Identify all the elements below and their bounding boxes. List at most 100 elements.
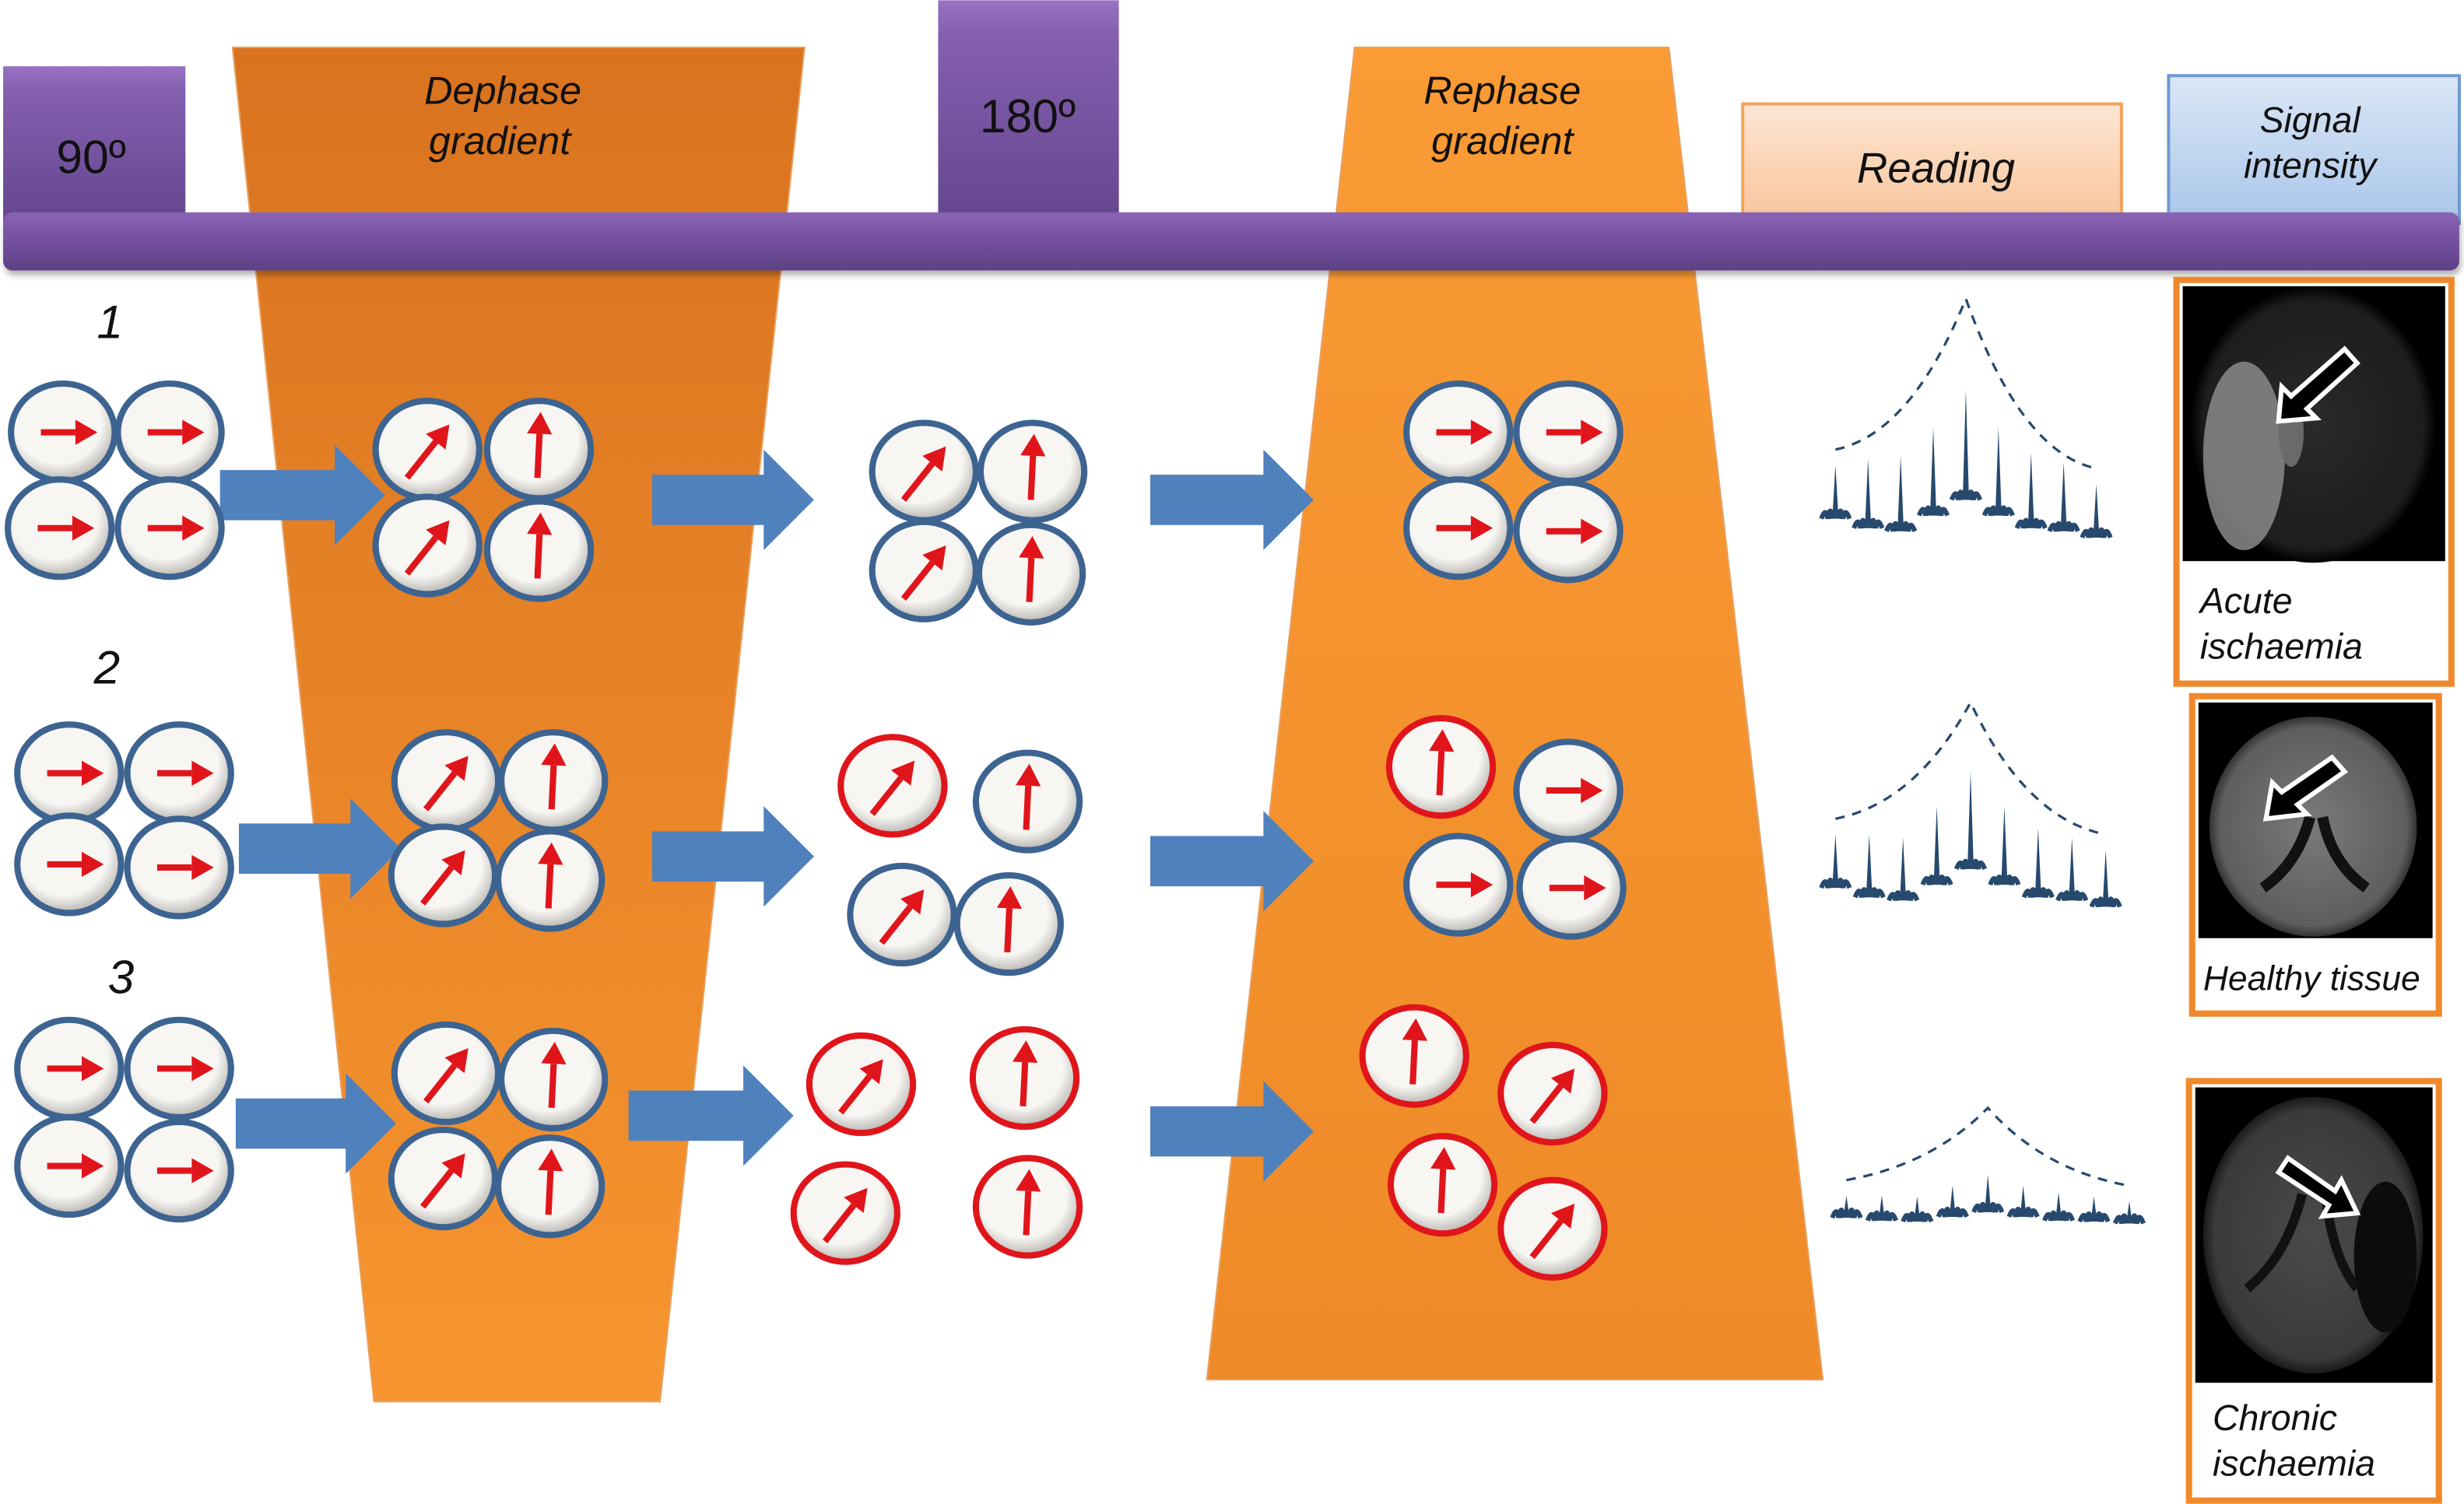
spin-arrowhead-icon bbox=[426, 520, 450, 545]
pulse-90-block bbox=[3, 66, 186, 224]
spin-arrowhead-icon bbox=[1584, 875, 1606, 901]
row-3-dephase-spin-3 bbox=[388, 1127, 499, 1231]
row-3-initial-spin-2 bbox=[124, 1016, 234, 1120]
spin-arrowhead-icon bbox=[1470, 871, 1493, 898]
echo-ripple bbox=[1953, 858, 1988, 871]
echo-ripple bbox=[2014, 517, 2048, 529]
row-3-initial-spin-1 bbox=[14, 1016, 125, 1120]
dephase-label-line1: Dephase bbox=[424, 68, 581, 113]
spin-arrowhead-icon bbox=[859, 1059, 883, 1085]
row-3-number: 3 bbox=[108, 950, 135, 1003]
echo-ripple bbox=[1819, 508, 1852, 520]
signal-intensity-line1: Signal bbox=[2260, 100, 2362, 140]
row-3-echo-signal bbox=[1830, 1106, 2146, 1225]
row-1-number: 1 bbox=[97, 295, 123, 348]
row-3-dephase-spin-4 bbox=[495, 1134, 605, 1239]
row-1-rephase-spin-4 bbox=[1513, 479, 1623, 584]
mri-healthy-tissue bbox=[2188, 692, 2442, 1017]
echo-spike bbox=[1900, 837, 1907, 901]
sequence-timeline-bar bbox=[3, 212, 2459, 271]
pulse-180-label: 180º bbox=[980, 89, 1076, 142]
spin-arrowhead-icon bbox=[1470, 515, 1493, 541]
row-1-middle-spin-4 bbox=[975, 521, 1086, 626]
echo-ripple bbox=[1830, 1208, 1863, 1219]
row-2-dephase-spin-4 bbox=[495, 828, 605, 932]
spin-arrowhead-icon bbox=[182, 419, 205, 445]
row-3-rephase-spin-4 bbox=[1497, 1176, 1608, 1281]
row-2-dephase-spin-1 bbox=[391, 729, 502, 833]
signal-intensity-line2: intensity bbox=[2244, 145, 2378, 186]
row-2-dephase-spin-3 bbox=[388, 823, 499, 927]
row-1-transition-arrow-3 bbox=[1150, 449, 1314, 551]
echo-spike bbox=[1897, 455, 1904, 531]
arrow-marker-icon bbox=[2275, 1155, 2361, 1219]
row-2-initial-spin-1 bbox=[14, 721, 125, 826]
row-2-middle-spin-1 bbox=[837, 734, 948, 838]
row-1-middle-spin-3 bbox=[869, 518, 979, 622]
echo-ripple bbox=[1981, 505, 2015, 517]
echo-ripple bbox=[1901, 1211, 1934, 1223]
row-2-initial-spin-4 bbox=[124, 815, 234, 920]
spin-arrowhead-icon bbox=[81, 851, 104, 878]
row-2-transition-arrow-3 bbox=[1150, 811, 1314, 912]
spin-arrowhead-icon bbox=[996, 886, 1023, 910]
echo-spike bbox=[2020, 1185, 2027, 1217]
mri-acute-ischaemia bbox=[2173, 276, 2455, 687]
spin-arrowhead-icon bbox=[441, 850, 465, 875]
echo-ripple bbox=[1865, 1210, 1898, 1222]
spin-arrowhead-icon bbox=[81, 1153, 104, 1179]
spin-arrowhead-icon bbox=[75, 419, 98, 445]
row-1-initial-spin-3 bbox=[5, 476, 115, 580]
echo-ripple bbox=[1884, 521, 1918, 532]
spin-arrowhead-icon bbox=[922, 545, 946, 571]
echo-ripple bbox=[1971, 1201, 2005, 1214]
row-2-transition-arrow-1 bbox=[238, 798, 401, 899]
row-3-rephase-spin-1 bbox=[1359, 1004, 1469, 1108]
echo-spike bbox=[1866, 834, 1873, 898]
row-2-middle-spin-2 bbox=[972, 749, 1083, 854]
pulse-180-block bbox=[938, 0, 1119, 224]
row-2-rephase-spin-4 bbox=[1516, 836, 1627, 940]
spin-arrowhead-icon bbox=[541, 1042, 567, 1065]
row-1-dephase-spin-3 bbox=[372, 493, 483, 598]
row-1-middle-spin-2 bbox=[977, 419, 1088, 524]
echo-ripple bbox=[2047, 521, 2080, 532]
spin-arrowhead-icon bbox=[527, 512, 553, 535]
spin-arrowhead-icon bbox=[81, 1056, 104, 1082]
echo-ripple bbox=[1852, 887, 1886, 899]
echo-ripple bbox=[2077, 1211, 2111, 1223]
dephase-label-line2: gradient bbox=[429, 118, 572, 163]
spin-vector-line bbox=[534, 534, 543, 579]
row-3-middle-spin-1 bbox=[806, 1032, 917, 1137]
spin-vector-line bbox=[423, 771, 458, 812]
spin-vector-line bbox=[1026, 557, 1035, 602]
spin-arrowhead-icon bbox=[72, 515, 95, 541]
echo-spike bbox=[1949, 1185, 1956, 1217]
caption-chronic-line1: Chronic bbox=[2213, 1397, 2337, 1438]
row-1-dephase-spin-2 bbox=[483, 398, 595, 502]
echo-spike bbox=[2055, 1192, 2062, 1221]
signal-intensity-box bbox=[2167, 74, 2461, 226]
caption-healthy: Healthy tissue bbox=[2203, 959, 2420, 997]
row-3-dephase-spin-2 bbox=[498, 1027, 609, 1132]
mri-chronic-ischaemia bbox=[2185, 1078, 2442, 1504]
echo-ripple bbox=[1920, 874, 1953, 886]
spin-vector-line bbox=[404, 535, 439, 576]
row-1-middle-spin-1 bbox=[869, 419, 979, 524]
spin-arrowhead-icon bbox=[890, 760, 915, 786]
signal-envelope bbox=[1846, 1106, 2130, 1187]
spin-vector-line bbox=[1027, 455, 1037, 500]
spin-vector-line bbox=[404, 440, 439, 480]
echo-ripple bbox=[1949, 489, 1982, 501]
spin-arrowhead-icon bbox=[1016, 1169, 1041, 1192]
rephase-label-line1: Rephase bbox=[1423, 68, 1581, 113]
row-3-transition-arrow-3 bbox=[1150, 1081, 1314, 1182]
echo-spike bbox=[2060, 461, 2067, 531]
echo-spike bbox=[2093, 484, 2100, 538]
spin-arrowhead-icon bbox=[922, 446, 946, 472]
spin-arrowhead-icon bbox=[1429, 729, 1455, 752]
echo-ripple bbox=[2089, 896, 2122, 908]
caption-acute-line1: Acute bbox=[2198, 580, 2293, 621]
spin-arrowhead-icon bbox=[844, 1187, 868, 1213]
spin-vector-line bbox=[1004, 908, 1013, 953]
